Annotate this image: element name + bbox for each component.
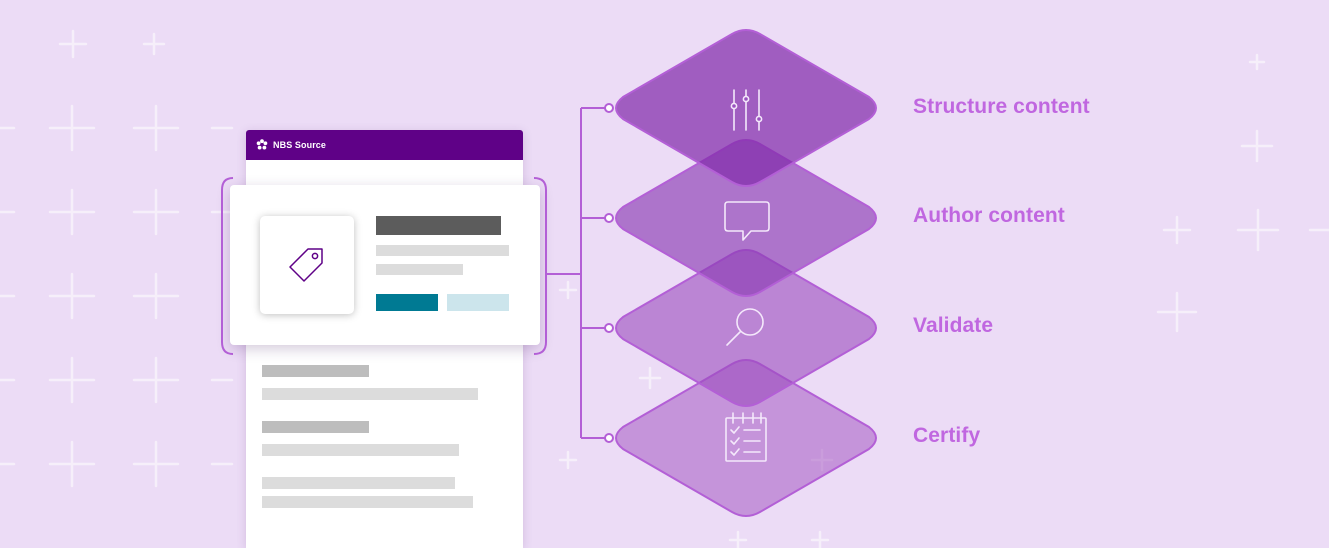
nbs-logo-icon [256,139,268,150]
panel-header: NBS Source [246,130,523,160]
placeholder-heading [262,365,369,377]
placeholder-line [262,444,459,456]
tag-icon [289,248,323,282]
placeholder-title [376,216,501,235]
placeholder-line [262,388,478,400]
magnifier-icon [726,308,764,346]
placeholder-line [376,245,509,256]
placeholder-line [262,496,473,508]
product-thumbnail [260,216,354,314]
step-label-certify: Certify [913,424,981,447]
step-label-author-content: Author content [913,204,1065,227]
brand-name: NBS Source [273,140,327,150]
sliders-icon [730,89,763,131]
connector-dot [604,213,614,223]
checklist-clipboard-icon [725,412,767,462]
step-label-structure-content: Structure content [913,95,1090,118]
step-label-validate: Validate [913,314,994,337]
placeholder-line [262,477,455,489]
connector-dot [604,433,614,443]
secondary-button-placeholder [447,294,509,311]
placeholder-line [376,264,463,275]
primary-button-placeholder [376,294,438,311]
connector-dot [604,103,614,113]
highlighted-card [230,185,540,345]
placeholder-heading [262,421,369,433]
card-right-bracket [533,177,547,355]
card-left-bracket [221,177,234,355]
speech-bubble-icon [724,201,770,241]
connector-dot [604,323,614,333]
